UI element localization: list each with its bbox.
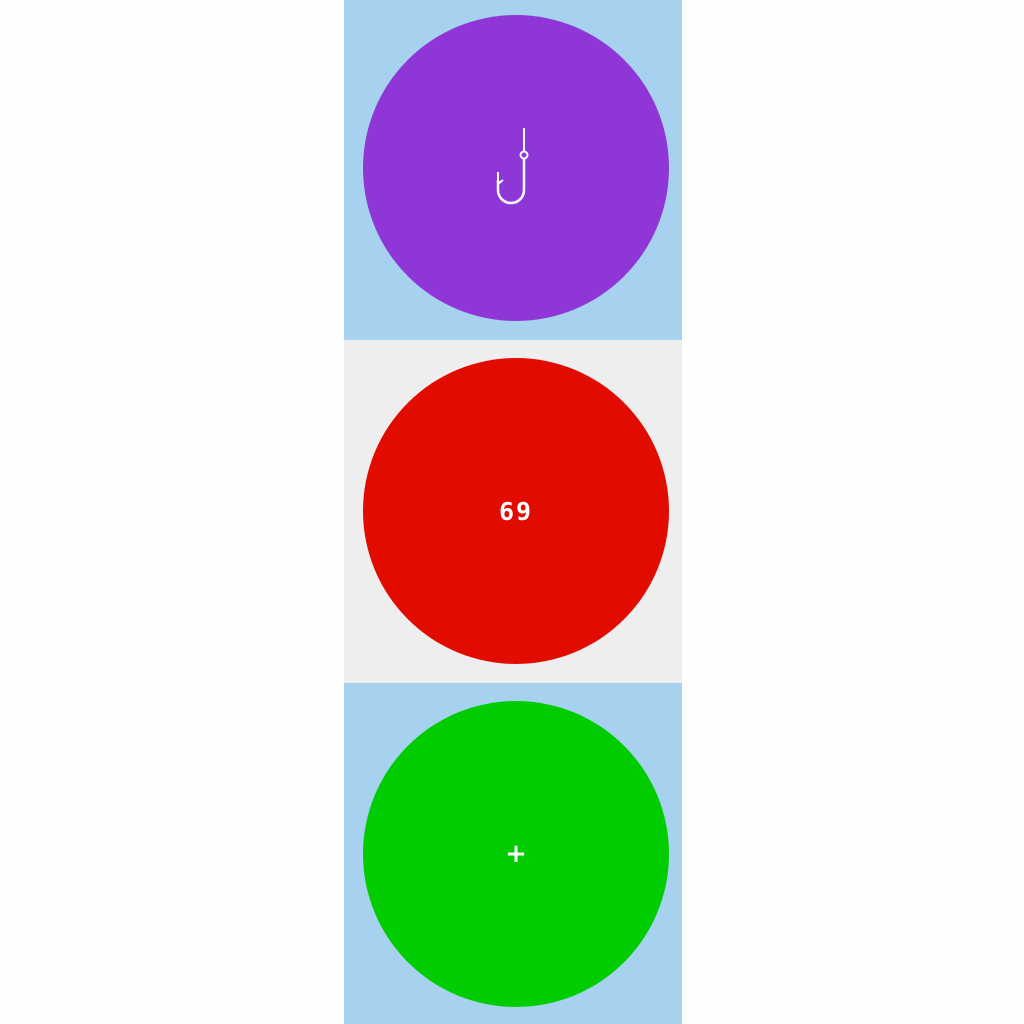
plus-icon: + <box>505 839 527 869</box>
fish-hook-icon <box>496 128 536 208</box>
tile-strip: 69 + <box>344 0 682 1024</box>
count-button[interactable]: 69 <box>363 358 669 664</box>
count-label: 69 <box>498 496 534 526</box>
add-button[interactable]: + <box>363 701 669 1007</box>
count-tile: 69 <box>344 340 682 683</box>
hook-tile <box>344 0 682 340</box>
add-tile: + <box>344 683 682 1024</box>
hook-button[interactable] <box>363 15 669 321</box>
